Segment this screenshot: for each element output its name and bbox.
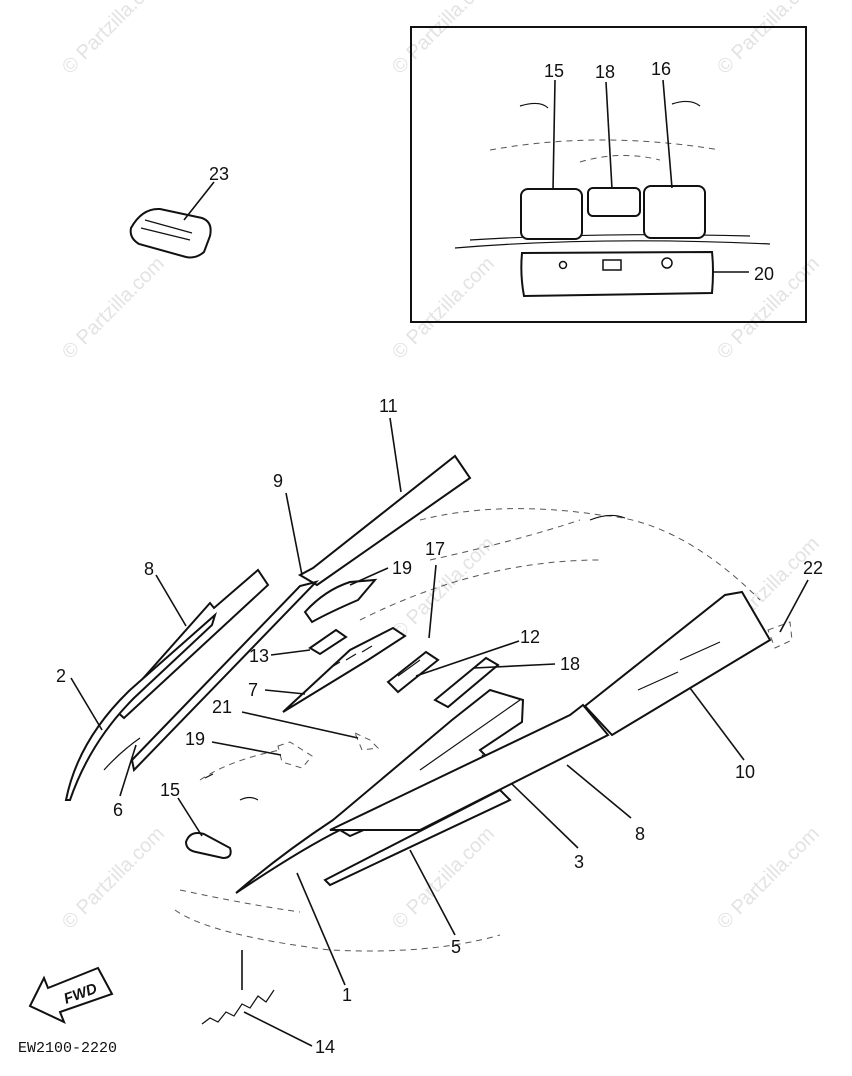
stripe-11 (297, 454, 472, 587)
callout-8-left: 8 (144, 559, 154, 579)
callout-5: 5 (451, 937, 461, 957)
watermark: © Partzilla.com (713, 0, 824, 79)
decal-18-main (433, 656, 500, 709)
callout-9: 9 (273, 471, 283, 491)
callout-12: 12 (520, 627, 540, 647)
callout-2: 2 (56, 666, 66, 686)
diagram-code: EW2100-2220 (18, 1040, 117, 1057)
callout-18: 18 (560, 654, 580, 674)
stripe-1 (235, 688, 525, 894)
decal-7 (282, 626, 407, 713)
fwd-arrow-icon: FWD (28, 966, 114, 1024)
callout-8-right: 8 (635, 824, 645, 844)
decal-23 (129, 181, 215, 259)
callout-22: 22 (803, 558, 823, 578)
callout-7: 7 (248, 680, 258, 700)
callouts: 15 18 16 20 23 11 9 8 19 17 22 12 13 18 … (56, 59, 823, 1057)
decal-19-upper (303, 578, 378, 624)
callout-23: 23 (209, 164, 229, 184)
callout-19-upper: 19 (392, 558, 412, 578)
stripe-9 (130, 580, 320, 773)
stripe-8-right (329, 703, 610, 831)
callout-14: 14 (315, 1037, 335, 1057)
callout-6: 6 (113, 800, 123, 820)
callout-17: 17 (425, 539, 445, 559)
stripe-2 (64, 611, 217, 801)
callout-16: 16 (651, 59, 671, 79)
callout-19-lower: 19 (185, 729, 205, 749)
decal-13 (308, 628, 348, 656)
callout-20: 20 (754, 264, 774, 284)
decal-15-lower (184, 832, 232, 860)
callout-1: 1 (342, 985, 352, 1005)
watermark: © Partzilla.com (58, 253, 169, 364)
callout-13: 13 (249, 646, 269, 666)
callout-3: 3 (574, 852, 584, 872)
watermark: © Partzilla.com (713, 823, 824, 934)
watermark: © Partzilla.com (58, 823, 169, 934)
stripe-10 (583, 590, 772, 737)
callout-11: 11 (379, 396, 398, 416)
watermark: © Partzilla.com (388, 0, 499, 79)
decal-16 (643, 185, 706, 239)
decal-18 (587, 187, 641, 217)
callout-21: 21 (212, 697, 232, 717)
plate-20 (520, 250, 714, 298)
watermark: © Partzilla.com (388, 253, 499, 364)
callout-10: 10 (735, 762, 755, 782)
decal-12 (386, 650, 440, 694)
watermark: © Partzilla.com (58, 0, 169, 79)
hull-outline (174, 508, 761, 952)
decal-14 (201, 989, 275, 1025)
callout-15-lower: 15 (160, 780, 180, 800)
callout-15-inset: 15 (544, 61, 564, 81)
inset-panel (410, 26, 807, 323)
callout-18-inset: 18 (595, 62, 615, 82)
decal-15 (520, 188, 583, 240)
